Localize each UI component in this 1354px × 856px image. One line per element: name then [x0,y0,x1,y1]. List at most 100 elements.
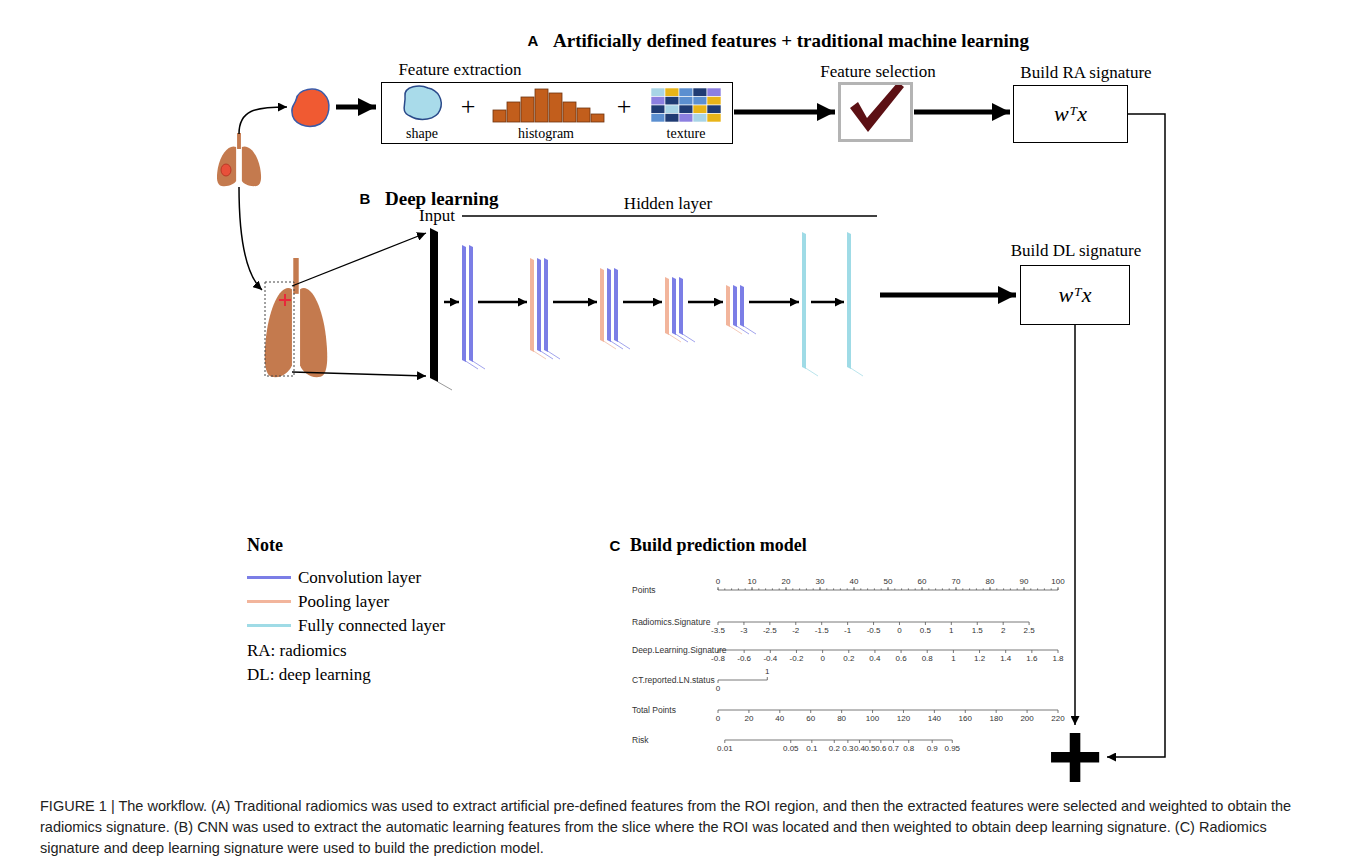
texture-cell [665,97,679,106]
axis-minor-tick [745,588,746,590]
thick-arrow [880,293,1016,298]
signature-box: Build RA signaturewᵀx [1013,85,1128,143]
tick-number: 1.6 [1026,655,1037,663]
tick-number: 0 [716,685,720,693]
section-title: Deep learning [385,189,498,208]
legend-text: Pooling layer [298,593,389,610]
axis-tick [743,622,744,625]
section-title: Artificially defined features + traditio… [553,31,1029,50]
layer-arrow [811,301,844,304]
tick-number: -2 [792,627,799,635]
tick-number: 40 [850,578,859,586]
axis-tick [847,740,848,743]
tick-number: 90 [1020,578,1029,586]
axis-tick [893,740,894,743]
box-heading: Feature selection [820,63,936,80]
axis-tick [796,650,797,653]
axis-tick [922,587,923,590]
axis-minor-tick [935,588,936,590]
tick-number: 0.95 [944,745,960,753]
axis-minor-tick [1010,588,1011,590]
texture-cell [707,114,721,123]
layer-depth [667,333,681,342]
axis-minor-tick [942,588,943,590]
axis-minor-tick [983,588,984,590]
axis-name: Risk [632,736,649,745]
flow-arrow [914,110,1010,115]
tick-number: -0.2 [790,655,804,663]
tick-number: 0.8 [903,745,914,753]
texture-cell [651,97,665,106]
tick-number: 1 [951,655,955,663]
texture-cell [707,88,721,97]
tick-number: 200 [1020,715,1033,723]
sum-symbol: + [1043,725,1107,789]
layer-arrow [688,301,723,304]
box-text: + [461,94,476,120]
tick-number: 50 [884,578,893,586]
feature-selection-box: Feature selection [838,82,913,142]
axis-minor-tick [976,588,977,590]
flow-arrow [1107,114,1165,757]
axis-minor-tick [1044,588,1045,590]
axis-minor-tick [758,588,759,590]
tick-number: 0.8 [922,655,933,663]
section-title: Build prediction model [630,536,807,554]
axis-minor-tick [956,588,957,590]
layer-arrow [749,301,799,304]
box-heading: Build RA signature [1020,64,1151,81]
axis-line [718,680,767,681]
axis-tick [925,622,926,625]
box-text: + [617,94,632,120]
histogram-bar [507,102,520,122]
tick-number: 0 [716,715,720,723]
input-slice [430,228,438,382]
axis-tick [1005,650,1006,653]
tick-number: 0.2 [843,655,854,663]
axis-minor-tick [949,588,950,590]
tick-number: 80 [837,715,846,723]
axis-tick [854,587,855,590]
layer-slab [600,268,604,342]
tick-number: 0.6 [896,655,907,663]
tick-number: -0.8 [711,655,725,663]
layer-depth [532,350,546,359]
crosshair [279,294,291,306]
tick-number: -0.6 [737,655,751,663]
texture-cell [651,105,665,114]
texture-cell [665,105,679,114]
layer-arrow [478,301,527,304]
axis-minor-tick [969,588,970,590]
axis-minor-tick [894,588,895,590]
axis-tick [903,710,904,713]
axis-name: CT.reported.LN.status [632,676,715,685]
texture-cell [693,114,707,123]
axis-minor-tick [820,588,821,590]
axis-tick [744,650,745,653]
axis-tick [786,587,787,590]
section-letter: C [610,538,621,553]
texture-cell [679,88,693,97]
axis-minor-tick [996,588,997,590]
axis-tick [965,710,966,713]
tick-number: 100 [866,715,879,723]
axis-minor-tick [833,588,834,590]
histogram-icon [493,89,604,122]
axis-minor-tick [772,588,773,590]
texture-icon [651,88,721,122]
tick-number: -1 [844,627,851,635]
axis-minor-tick [1003,588,1004,590]
axis-tick [996,710,997,713]
axis-tick [770,650,771,653]
tick-number: 1.4 [1000,655,1011,663]
texture-cell [693,88,707,97]
axis-tick [1031,650,1032,653]
axis-tick [952,740,953,743]
axis-minor-tick [908,588,909,590]
tick-number: 80 [986,578,995,586]
tick-number: -3.5 [711,627,725,635]
texture-cell [707,105,721,114]
axis-minor-tick [1030,588,1031,590]
layer-slab [679,277,683,335]
tick-number: 2.5 [1024,627,1035,635]
